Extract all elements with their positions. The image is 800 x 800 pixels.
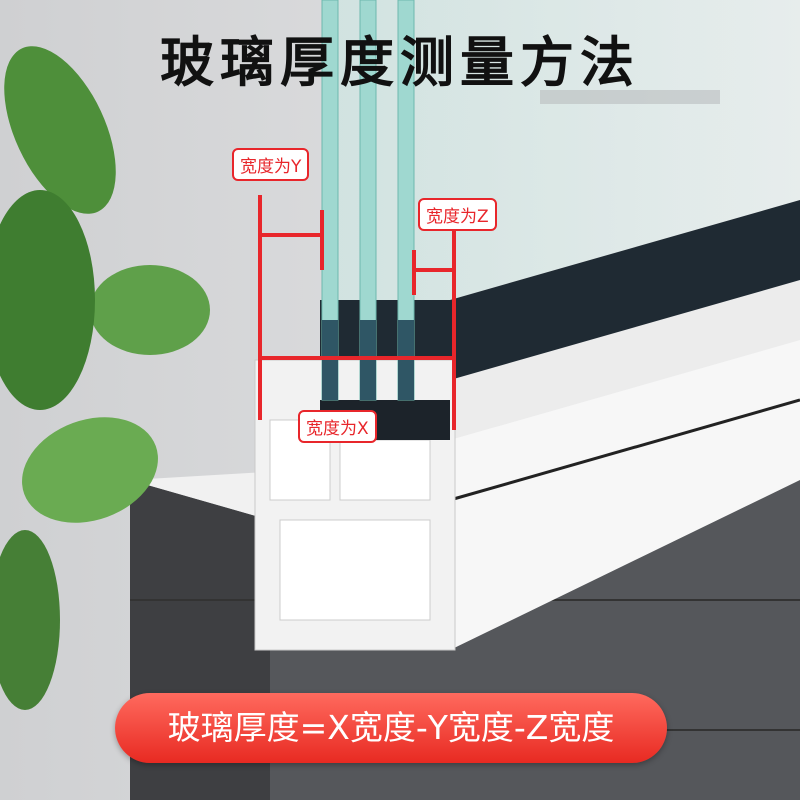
width-x-label: 宽度为X: [298, 410, 377, 443]
width-y-label: 宽度为Y: [232, 148, 310, 181]
width-z-label: 宽度为Z: [418, 198, 497, 231]
glass-panes: [321, 0, 415, 401]
plant-leaves: [0, 46, 210, 710]
page-title: 玻璃厚度测量方法: [160, 31, 640, 94]
window-frame: [254, 200, 800, 651]
measurement-lines: [258, 195, 456, 430]
formula-banner: 玻璃厚度=X宽度-Y宽度-Z宽度: [115, 693, 667, 763]
